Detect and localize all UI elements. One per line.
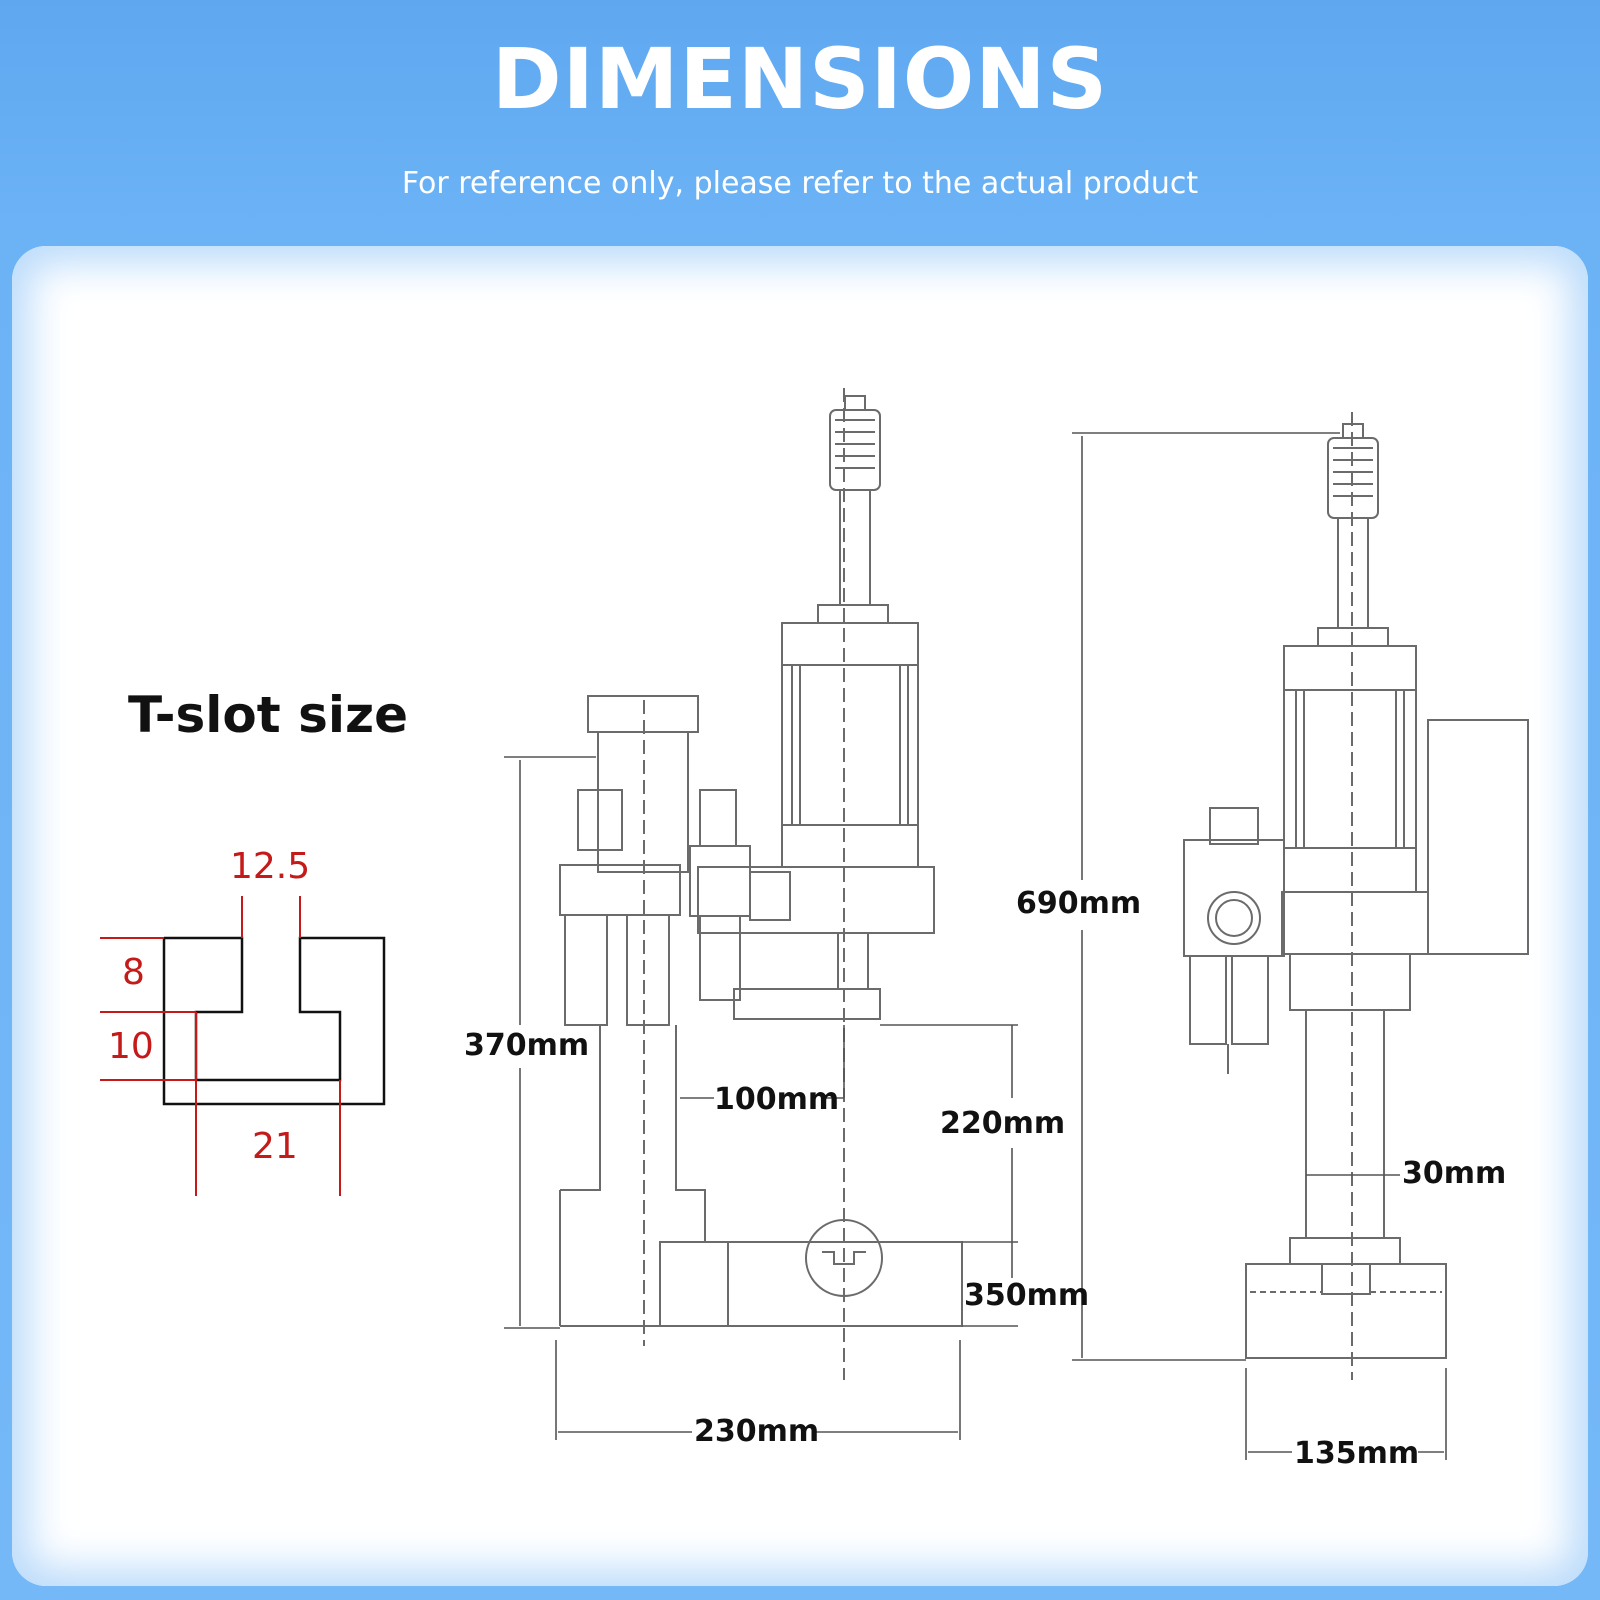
tslot-dim-bottom-width: 21 [252,1126,298,1167]
side-view-machine [559,388,963,1380]
side-view-dimension-lines [504,756,1018,1440]
dim-base-depth: 230mm [694,1414,820,1449]
dim-column: 30mm [1402,1156,1507,1191]
tslot-dim-top-depth: 8 [122,952,145,993]
page-title: DIMENSIONS [491,30,1109,128]
dim-total-height: 690mm [1016,886,1142,921]
dim-stroke-gap: 220mm [940,1106,1066,1141]
front-view-machine [1183,412,1529,1380]
dim-side-height: 370mm [464,1028,590,1063]
page-subtitle: For reference only, please refer to the … [401,166,1199,201]
tslot-dim-top-gap: 12.5 [230,846,311,887]
front-view-dimension-lines [1072,432,1447,1460]
dim-base-width: 135mm [1294,1436,1420,1471]
tslot-profile [162,936,386,1106]
tslot-dim-lower-depth: 10 [108,1026,154,1067]
diagram-panel [12,246,1588,1586]
dim-throat: 100mm [714,1082,840,1117]
dim-table-height: 350mm [964,1278,1090,1313]
tslot-dimension-lines [100,896,341,1196]
tslot-title: T-slot size [128,686,408,744]
